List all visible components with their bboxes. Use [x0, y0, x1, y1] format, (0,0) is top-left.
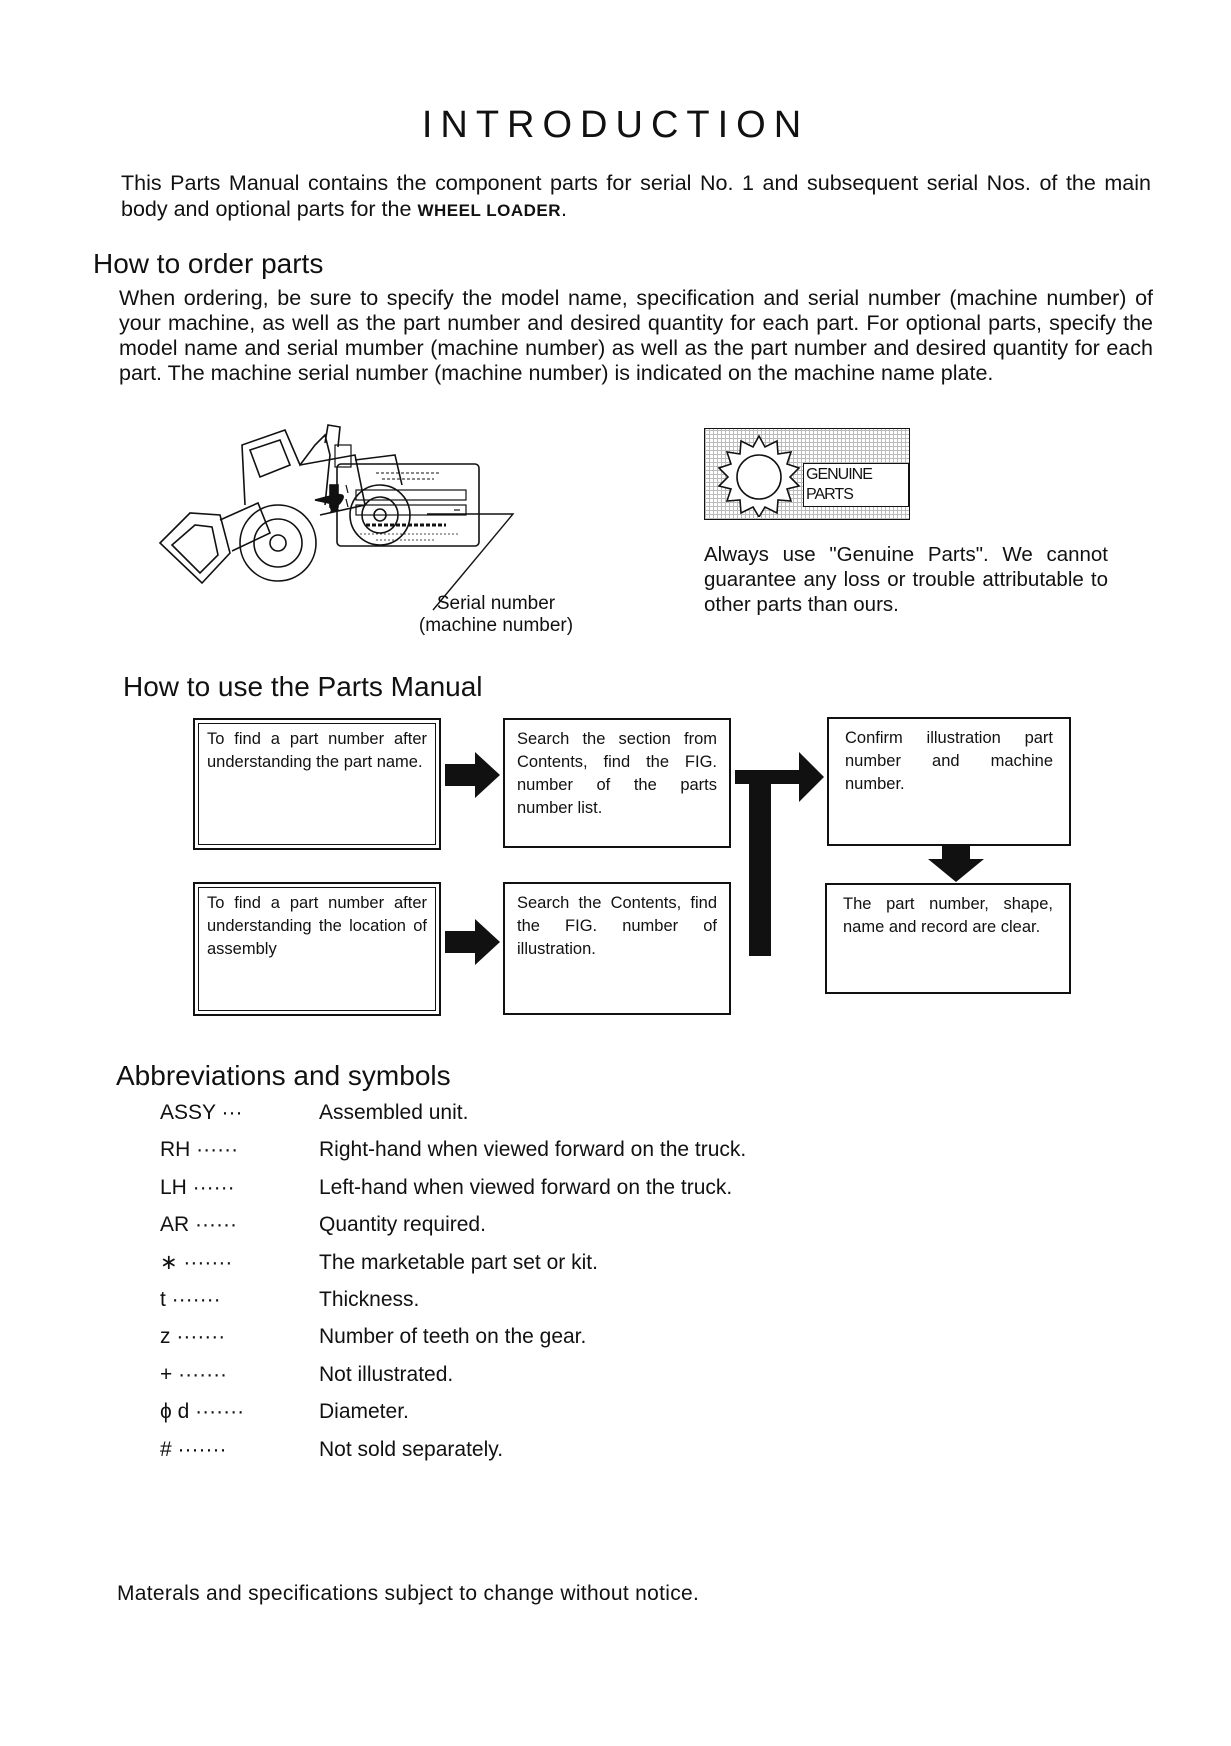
- flow-box-search-section-text: Search the section from Contents, find t…: [517, 730, 717, 817]
- gear-logo-icon: [717, 434, 801, 517]
- abbreviation-key: ϕ d ·······: [160, 1400, 245, 1424]
- flow-box-search-section: Search the section from Contents, find t…: [503, 718, 731, 848]
- flow-box-part-name-text: To find a part number after understandin…: [207, 730, 427, 771]
- abbreviation-key: LH ······: [160, 1175, 235, 1199]
- abbreviation-value: Not illustrated.: [319, 1362, 454, 1386]
- intro-end: .: [561, 197, 567, 221]
- flow-box-result-text: The part number, shape, name and record …: [843, 895, 1053, 936]
- page-title: INTRODUCTION: [421, 104, 810, 146]
- flow-box-confirm-text: Confirm illustration part number and mac…: [845, 729, 1053, 793]
- arrow-right-icon: [445, 752, 500, 798]
- serial-pointer-line: [427, 513, 515, 611]
- abbreviation-value: Not sold separately.: [319, 1437, 504, 1461]
- serial-caption-line1: Serial number: [436, 593, 556, 614]
- arrow-down-icon: [928, 845, 984, 882]
- abbreviation-value: Quantity required.: [319, 1213, 486, 1237]
- flow-box-location-text: To find a part number after understandin…: [207, 894, 427, 958]
- abbreviation-key: AR ······: [160, 1213, 237, 1237]
- flow-box-location: To find a part number after understandin…: [193, 882, 441, 1016]
- order-body: When ordering, be sure to specify the mo…: [119, 286, 1153, 385]
- abbreviation-value: The marketable part set or kit.: [319, 1250, 598, 1274]
- genuine-logo-text: GENUINE PARTS: [803, 463, 909, 507]
- usage-heading: How to use the Parts Manual: [123, 671, 483, 702]
- flow-box-result: The part number, shape, name and record …: [825, 883, 1071, 994]
- intro-product-name: WHEEL LOADER: [417, 201, 562, 220]
- abbreviation-key: z ·······: [160, 1325, 226, 1349]
- abbreviation-key: ∗ ·······: [160, 1250, 233, 1274]
- arrow-right-icon: [445, 919, 500, 965]
- abbreviation-value: Number of teeth on the gear.: [319, 1325, 587, 1349]
- serial-caption-line2: (machine number): [418, 615, 574, 636]
- genuine-note: Always use "Genuine Parts". We cannot gu…: [704, 543, 1108, 616]
- abbreviation-key: # ·······: [160, 1437, 227, 1461]
- abbreviation-value: Left-hand when viewed forward on the tru…: [319, 1175, 733, 1199]
- name-plate-illustration: [336, 463, 480, 547]
- intro-text: This Parts Manual contains the component…: [121, 171, 1151, 221]
- abbreviation-value: Thickness.: [319, 1288, 420, 1311]
- abbreviation-key: ASSY ···: [160, 1101, 243, 1124]
- abbreviation-value: Assembled unit.: [319, 1101, 469, 1124]
- abbreviation-key: RH ······: [160, 1138, 239, 1162]
- order-heading: How to order parts: [93, 248, 324, 279]
- abbreviation-key: + ·······: [160, 1362, 228, 1386]
- abbreviation-value: Diameter.: [319, 1400, 409, 1424]
- abbreviation-key: t ·······: [160, 1288, 221, 1311]
- intro-paragraph: This Parts Manual contains the component…: [121, 170, 1151, 224]
- abbreviations-heading: Abbreviations and symbols: [116, 1060, 451, 1091]
- arrow-right-icon: [735, 752, 824, 956]
- flow-box-search-contents: Search the Contents, find the FIG. numbe…: [503, 882, 731, 1015]
- flow-box-part-name: To find a part number after understandin…: [193, 718, 441, 850]
- footer-note: Materals and specifications subject to c…: [117, 1582, 700, 1605]
- abbreviation-value: Right-hand when viewed forward on the tr…: [319, 1138, 747, 1162]
- flow-box-search-contents-text: Search the Contents, find the FIG. numbe…: [517, 894, 717, 958]
- genuine-parts-logo: GENUINE PARTS: [704, 428, 910, 520]
- flow-box-confirm: Confirm illustration part number and mac…: [827, 717, 1071, 846]
